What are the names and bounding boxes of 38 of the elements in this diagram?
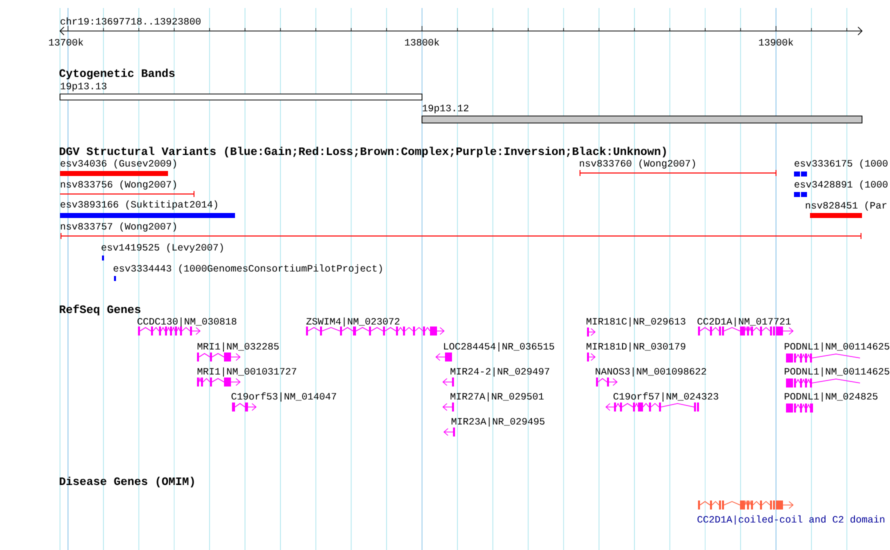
feature-label: MRI1|NM_001031727 [198, 367, 296, 377]
track-title: DGV Structural Variants (Blue:Gain;Red:Loss;Brown:Complex;Purple:Inversion;Black:Unknown) [60, 146, 666, 158]
feature-label: MRI1|NM_032285 [198, 342, 279, 352]
feature-label: CCDC130|NM_030818 [138, 317, 236, 327]
track-title: Cytogenetic Bands [59, 68, 175, 80]
feature-label: esv1419525 (Levy2007) [102, 243, 223, 253]
feature-label: MIR24-2|NR_029497 [450, 367, 550, 377]
track-title: Disease Genes (OMIM) [60, 476, 194, 488]
feature-label: 19p13.13 [60, 82, 106, 92]
tick-label: 13800k [405, 38, 440, 46]
feature-label: esv34036 (Gusev2009) [60, 159, 176, 169]
feature-label: MIR181C|NR_029613 [586, 317, 686, 327]
feature-label: NANOS3|NM_001098622 [596, 367, 706, 377]
feature-label: PODNL1|NM_00114625 [784, 342, 890, 352]
track-title: RefSeq Genes [60, 304, 140, 316]
feature-label: C19orf57|NM_024323 [614, 392, 718, 402]
feature-label: CC2D1A|NM_017721 [698, 317, 791, 327]
feature-label: esv3893166 (Suktitipat2014) [60, 200, 218, 210]
feature-label: LOC284454|NR_036515 [444, 342, 554, 352]
feature-label: esv3336175 (1000 [794, 159, 888, 169]
feature-label: MIR23A|NR_029495 [452, 417, 544, 427]
feature-label: MIR27A|NR_029501 [450, 392, 544, 402]
feature-label: MIR181D|NR_030179 [586, 342, 686, 352]
feature-label: nsv833756 (Wong2007) [60, 180, 176, 190]
tick-label: 13900k [759, 38, 794, 46]
feature-label: PODNL1|NM_00114625 [784, 367, 890, 377]
feature-label: nsv833757 (Wong2007) [60, 222, 176, 232]
feature-label: esv3428891 (1000 [794, 180, 888, 190]
feature-label: chr19:13697718..13923800 [60, 17, 201, 25]
feature-label: nsv833760 (Wong2007) [580, 159, 695, 169]
feature-label: C19orf53|NM_014047 [232, 392, 336, 402]
feature-label: nsv828451 (Par [806, 201, 886, 211]
feature-label: 19p13.12 [422, 104, 468, 114]
feature-label: PODNL1|NM_024825 [784, 392, 878, 402]
feature-label: CC2D1A|coiled-coil and C2 domain [698, 515, 884, 525]
feature-label: esv3334443 (1000GenomesConsortiumPilotProject) [114, 264, 382, 274]
tick-label: 13700k [49, 38, 84, 46]
feature-label: ZSWIM4|NM_023072 [306, 317, 400, 327]
